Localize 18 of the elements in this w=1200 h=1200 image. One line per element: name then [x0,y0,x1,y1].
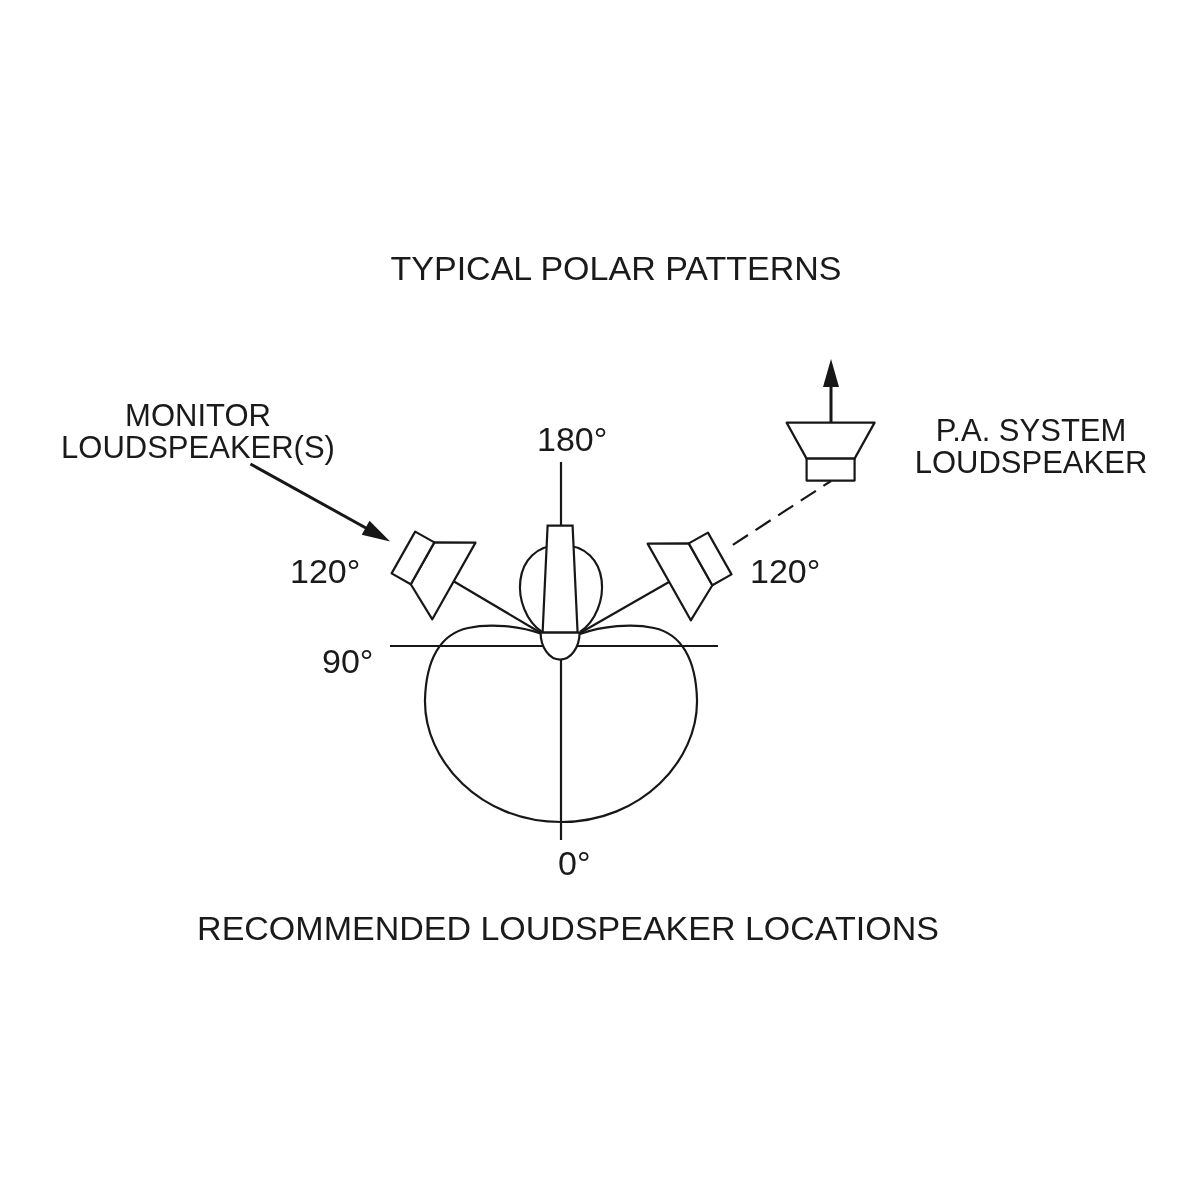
angle-label: 120° [290,554,361,588]
leader-arrow [249,462,391,542]
angle-label: 120° [750,554,821,588]
loudspeaker-icon [785,421,877,483]
microphone-icon [539,524,582,662]
diagram-title: TYPICAL POLAR PATTERNS [390,251,842,285]
angle-label: 180° [537,422,608,456]
loudspeaker-icon [645,531,733,622]
connector-line [579,581,670,634]
angle-label: 90° [322,644,374,678]
connector-line [453,580,542,634]
speaker-label: P.A. SYSTEM LOUDSPEAKER [913,415,1149,479]
callout-label: MONITOR LOUDSPEAKER(S) [60,400,336,464]
angle-label: 0° [558,846,591,880]
arrow [823,359,839,423]
dashed-line [732,480,832,546]
diagram-caption: RECOMMENDED LOUDSPEAKER LOCATIONS [197,911,939,945]
loudspeaker-icon [390,530,478,622]
